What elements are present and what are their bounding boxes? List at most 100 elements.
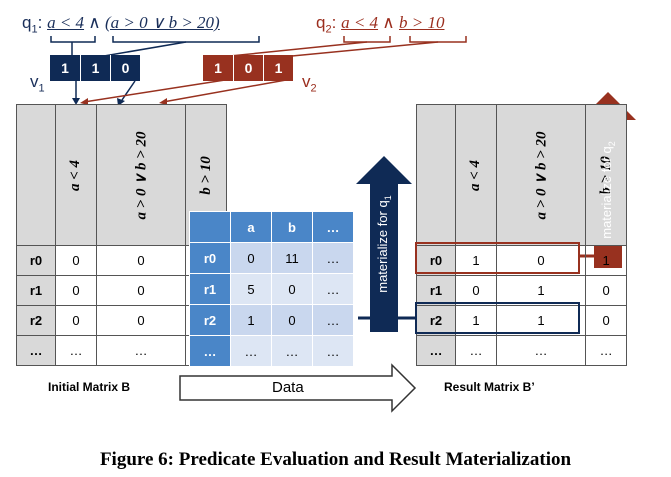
q2-row-highlight (415, 242, 580, 274)
q1-pred-2: (a > 0 ∨ b > 20) (105, 13, 220, 32)
table-row: … … … … (189, 335, 354, 367)
cell: … (312, 304, 354, 336)
cell: 0 (271, 304, 313, 336)
row-id: r1 (16, 275, 56, 306)
col-header: a < 4 (467, 159, 484, 191)
q2-bracket-b (409, 36, 467, 43)
row-id: … (189, 335, 231, 367)
table-row: r1 5 0 … (189, 273, 354, 305)
row-id: r1 (189, 273, 231, 305)
q2-line-a (229, 41, 368, 57)
q2-pred-1: a < 4 (341, 13, 379, 32)
v2-arrow-col3 (162, 79, 287, 103)
row-id: r2 (16, 305, 56, 336)
cell: 0 (455, 275, 497, 306)
col-header: a > 0 ∨ b > 20 (533, 130, 550, 220)
cell: 0 (95, 245, 187, 276)
col-header: a > 0 ∨ b > 20 (133, 130, 150, 220)
data-arrow (179, 363, 417, 413)
cell: … (495, 335, 587, 366)
table-row: r0 0 11 … (189, 242, 354, 274)
cell: 11 (271, 242, 313, 274)
cell: 0 (271, 273, 313, 305)
q1-line-b (103, 41, 187, 57)
q2-pred-2: b > 10 (399, 13, 445, 32)
cell: … (55, 335, 97, 366)
cell: … (95, 335, 187, 366)
row-id: r2 (416, 305, 456, 336)
table-row: r2 1 1 0 (416, 305, 628, 336)
cell: … (312, 335, 354, 367)
materialize-q1-arrow (356, 156, 412, 332)
q1-bracket-a (50, 36, 96, 43)
v1-bit: 1 (50, 55, 80, 81)
cell: 1 (585, 245, 628, 276)
row-id: … (416, 335, 456, 366)
cell: … (312, 242, 354, 274)
result-matrix: a < 4 a > 0 ∨ b > 20 b > 10 r0 1 0 1 r1 … (416, 104, 628, 366)
cell: … (230, 335, 272, 367)
cell: 0 (55, 305, 97, 336)
v2-arrowhead-col1 (80, 98, 88, 105)
table-row: r2 1 0 … (189, 304, 354, 336)
materialize-q2-label: materialize for q2 (599, 141, 617, 239)
q1-formula: q1: a < 4 ∧ (a > 0 ∨ b > 20) (22, 13, 220, 36)
figure-caption: Figure 6: Predicate Evaluation and Resul… (99, 449, 572, 470)
v1-arrowhead-col1 (72, 98, 80, 105)
cell: 0 (95, 305, 187, 336)
v1-arrow-col2 (121, 80, 136, 101)
cell: 0 (55, 275, 97, 306)
data-table: a b … r0 0 11 … r1 5 0 … r2 1 0 … … … … … (189, 211, 354, 367)
cell: 0 (495, 245, 587, 276)
v2-bit: 0 (233, 55, 263, 81)
v1-label: v1 (30, 72, 45, 95)
v1-bit: 0 (110, 55, 140, 81)
v2-arrowhead-col3 (159, 98, 167, 105)
cell: 1 (455, 305, 497, 336)
q1-row-highlight (415, 302, 580, 334)
q2-bracket-a (343, 36, 391, 43)
cell: 0 (95, 275, 187, 306)
v1-vector: 1 1 0 (50, 55, 140, 81)
col-header: a < 4 (67, 159, 84, 191)
cell: … (455, 335, 497, 366)
v2-bit: 1 (203, 55, 233, 81)
q1-bracket-b (112, 36, 260, 43)
v2-label: v2 (302, 72, 317, 95)
row-id: r0 (16, 245, 56, 276)
row-id: r1 (416, 275, 456, 306)
col-header: a (230, 211, 272, 243)
data-arrow-label: Data (272, 379, 304, 396)
row-id: … (16, 335, 56, 366)
row-id: r0 (189, 242, 231, 274)
table-row: r1 0 1 0 (416, 275, 628, 306)
initial-matrix-title: Initial Matrix B (48, 380, 131, 394)
cell: 0 (230, 242, 272, 274)
cell: 1 (455, 245, 497, 276)
cell: … (312, 273, 354, 305)
cell: 1 (495, 305, 587, 336)
row-id: r2 (189, 304, 231, 336)
v2-arrow-col1 (83, 79, 226, 103)
cell: … (271, 335, 313, 367)
cell: 0 (55, 245, 97, 276)
result-matrix-title: Result Matrix B’ (444, 380, 535, 394)
v2-vector: 1 0 1 (203, 55, 293, 81)
q1-pred-1: a < 4 (47, 13, 85, 32)
cell: 1 (495, 275, 587, 306)
v2-bit: 1 (263, 55, 293, 81)
col-header: b (271, 211, 313, 243)
materialize-q1-label: materialize for q1 (375, 195, 393, 293)
table-row: r0 1 0 1 (416, 245, 628, 276)
cell: … (585, 335, 628, 366)
cell: 5 (230, 273, 272, 305)
table-row: … … … … (416, 335, 628, 366)
q2-formula: q2: a < 4 ∧ b > 10 (316, 13, 445, 36)
col-header: … (312, 211, 354, 243)
cell: 0 (585, 275, 628, 306)
cell: 1 (230, 304, 272, 336)
col-header: b > 10 (197, 155, 214, 195)
v1-bit: 1 (80, 55, 110, 81)
cell: 0 (585, 305, 628, 336)
q2-line-b (291, 41, 439, 57)
